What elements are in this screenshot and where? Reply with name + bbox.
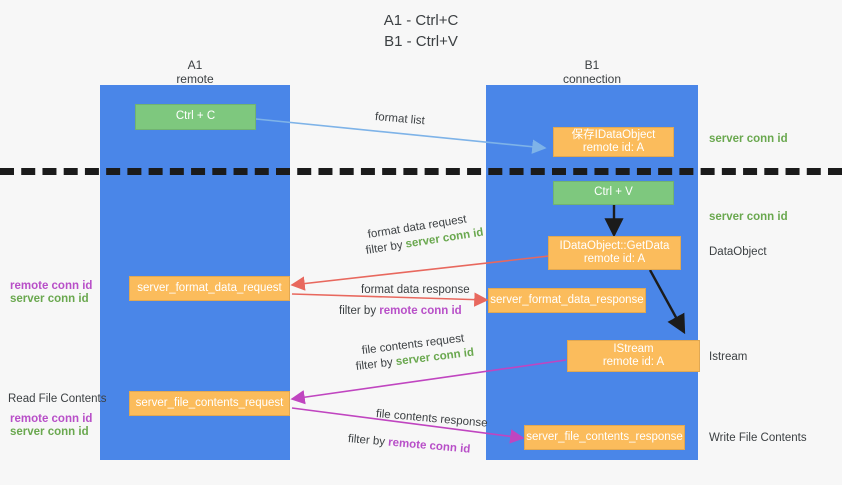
dashed-divider bbox=[0, 168, 842, 175]
box-istream[interactable]: IStream remote id: A bbox=[567, 340, 700, 372]
box-idataobject-getdata-line2: remote id: A bbox=[583, 253, 646, 265]
box-ctrl-v[interactable]: Ctrl + V bbox=[553, 181, 674, 205]
title-line-2: B1 - Ctrl+V bbox=[384, 33, 458, 50]
left-label-remote-conn-id-2: remote conn id bbox=[10, 413, 93, 425]
box-server-file-contents-response[interactable]: server_file_contents_response bbox=[524, 425, 685, 450]
edge-label-file-contents-response-filter: filter by remote conn id bbox=[347, 432, 471, 458]
left-label-server-conn-id-2: server conn id bbox=[10, 426, 89, 438]
box-istream-line2: remote id: A bbox=[602, 356, 665, 368]
box-ctrl-c-line1: Ctrl + C bbox=[175, 110, 216, 123]
right-label-istream: Istream bbox=[709, 351, 748, 363]
column-header-b1-sub: connection bbox=[562, 72, 622, 86]
edge-label-format-data-response-filter: filter by remote conn id bbox=[339, 304, 462, 319]
left-label-server-conn-id-1: server conn id bbox=[10, 293, 89, 305]
right-label-write-file-contents: Write File Contents bbox=[709, 432, 807, 444]
edge-label-file-contents-response-text: file contents response bbox=[375, 408, 489, 430]
left-label-read-file-contents: Read File Contents bbox=[8, 393, 107, 405]
column-header-a1-sub: remote bbox=[176, 72, 214, 86]
column-header-b1-name: B1 bbox=[584, 58, 600, 72]
edge-label-file-contents-response: file contents response bbox=[375, 407, 488, 432]
box-server-file-contents-request-line1: server_file_contents_request bbox=[135, 396, 284, 409]
filter-value-remote-conn-id: remote conn id bbox=[379, 305, 462, 317]
box-save-idataobject-line2: remote id: A bbox=[582, 142, 645, 154]
column-header-a1: A1 remote bbox=[100, 58, 290, 86]
page-title: A1 - Ctrl+C B1 - Ctrl+V bbox=[0, 10, 842, 52]
box-save-idataobject[interactable]: 保存IDataObject remote id: A bbox=[553, 127, 674, 157]
right-label-server-conn-id-1: server conn id bbox=[709, 133, 788, 145]
left-label-remote-conn-id-1: remote conn id bbox=[10, 280, 93, 292]
title-line-1: A1 - Ctrl+C bbox=[383, 12, 459, 29]
box-save-idataobject-line1: 保存IDataObject bbox=[571, 128, 656, 141]
right-label-server-conn-id-2: server conn id bbox=[709, 211, 788, 223]
filter-prefix: filter by bbox=[347, 433, 389, 449]
box-ctrl-c[interactable]: Ctrl + C bbox=[135, 104, 256, 130]
box-idataobject-getdata-line1: IDataObject::GetData bbox=[559, 239, 670, 252]
box-idataobject-getdata[interactable]: IDataObject::GetData remote id: A bbox=[548, 236, 681, 270]
edge-label-format-data-response: format data response bbox=[361, 283, 470, 298]
box-server-format-data-request-line1: server_format_data_request bbox=[137, 281, 282, 294]
column-header-a1-name: A1 bbox=[187, 58, 203, 72]
edge-label-format-list-text: format list bbox=[374, 111, 426, 128]
edge-label-format-data-response-text: format data response bbox=[361, 284, 470, 296]
filter-value-remote-conn-id: remote conn id bbox=[387, 436, 471, 456]
box-istream-line1: IStream bbox=[613, 342, 654, 355]
right-label-dataobject: DataObject bbox=[709, 246, 767, 258]
box-ctrl-v-line1: Ctrl + V bbox=[594, 186, 633, 199]
column-header-b1: B1 connection bbox=[486, 58, 698, 86]
filter-prefix: filter by bbox=[339, 305, 380, 317]
box-server-format-data-response[interactable]: server_format_data_response bbox=[488, 288, 646, 313]
box-server-format-data-response-line1: server_format_data_response bbox=[490, 293, 644, 306]
box-server-format-data-request[interactable]: server_format_data_request bbox=[129, 276, 290, 301]
box-server-file-contents-response-line1: server_file_contents_response bbox=[526, 430, 683, 443]
edge-label-format-list: format list bbox=[374, 110, 426, 129]
filter-prefix: filter by bbox=[355, 356, 397, 373]
box-server-file-contents-request[interactable]: server_file_contents_request bbox=[129, 391, 290, 416]
